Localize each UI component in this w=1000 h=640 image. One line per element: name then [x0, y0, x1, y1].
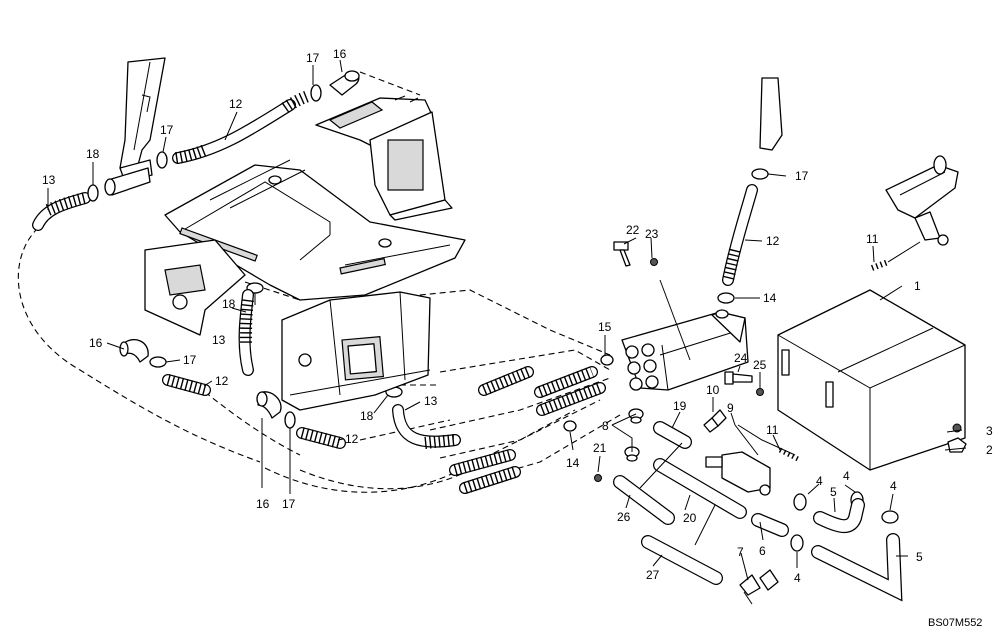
callout-17: 17 [306, 51, 320, 65]
callout-9: 9 [727, 401, 734, 415]
callout-12: 12 [345, 432, 359, 446]
callout-13: 13 [424, 394, 438, 408]
hose-13-left [32, 192, 91, 231]
hose-12-top [172, 90, 311, 164]
callout-4: 4 [816, 474, 823, 488]
callout-21: 21 [593, 441, 607, 455]
callout-5: 5 [830, 485, 837, 499]
elbow-16-lower [256, 391, 282, 488]
bolt-24 [724, 371, 764, 396]
drawing-code: BS07M552 [928, 617, 982, 629]
elbow-16-top [329, 70, 360, 96]
callout-2: 2 [986, 443, 993, 457]
cover-box [777, 289, 967, 471]
callout-5: 5 [916, 550, 923, 564]
callout-4: 4 [794, 571, 801, 585]
distribution-block [621, 309, 749, 391]
callout-11: 11 [866, 232, 879, 246]
callout-6: 6 [759, 544, 766, 558]
callout-23: 23 [645, 227, 659, 241]
callout-17: 17 [160, 123, 174, 137]
callout-15: 15 [598, 320, 612, 334]
callout-7: 7 [737, 545, 744, 559]
callout-18: 18 [222, 297, 236, 311]
callout-labels: 1 2 3 4 4 4 4 5 5 6 7 8 9 10 11 11 12 12… [42, 47, 993, 585]
callout-25: 25 [753, 358, 767, 372]
callout-16: 16 [256, 497, 270, 511]
callout-16: 16 [89, 336, 103, 350]
callout-11: 11 [766, 423, 779, 437]
control-lever [870, 155, 959, 271]
callout-22: 22 [626, 223, 640, 237]
pipe-bundle [449, 366, 606, 494]
callout-4: 4 [890, 479, 897, 493]
callout-24: 24 [734, 351, 748, 365]
callout-26: 26 [617, 510, 631, 524]
callout-12: 12 [229, 97, 243, 111]
callout-17: 17 [282, 497, 296, 511]
callout-18: 18 [86, 147, 100, 161]
routing-lines [17, 71, 621, 493]
hose-13-center [238, 289, 461, 449]
heater-core-box [281, 291, 431, 411]
tubes [613, 421, 903, 602]
callout-20: 20 [683, 511, 697, 525]
elbow-16-left [119, 339, 149, 363]
callout-19: 19 [673, 399, 687, 413]
callout-1: 1 [914, 279, 921, 293]
short-hoses-12 [162, 374, 346, 449]
callout-12: 12 [766, 234, 780, 248]
callout-12: 12 [215, 374, 229, 388]
heater-box-left [144, 239, 246, 336]
callout-27: 27 [646, 568, 660, 582]
callout-8: 8 [602, 419, 609, 433]
leader-lines [47, 59, 967, 581]
callout-17: 17 [183, 353, 197, 367]
callout-10: 10 [706, 383, 720, 397]
upper-duct-outlet [315, 95, 453, 221]
hose-12-right [722, 77, 783, 286]
callout-3: 3 [986, 424, 993, 438]
callout-16: 16 [333, 47, 347, 61]
bolt-22 [613, 241, 691, 361]
callout-18: 18 [360, 409, 374, 423]
callout-14: 14 [566, 456, 580, 470]
callout-17: 17 [795, 169, 809, 183]
clip-7 [739, 569, 779, 605]
callout-14: 14 [763, 291, 777, 305]
callout-4: 4 [843, 469, 850, 483]
callout-13: 13 [212, 333, 226, 347]
valve-assembly [703, 409, 802, 496]
rear-duct-upright [104, 57, 166, 196]
callout-13: 13 [42, 173, 56, 187]
